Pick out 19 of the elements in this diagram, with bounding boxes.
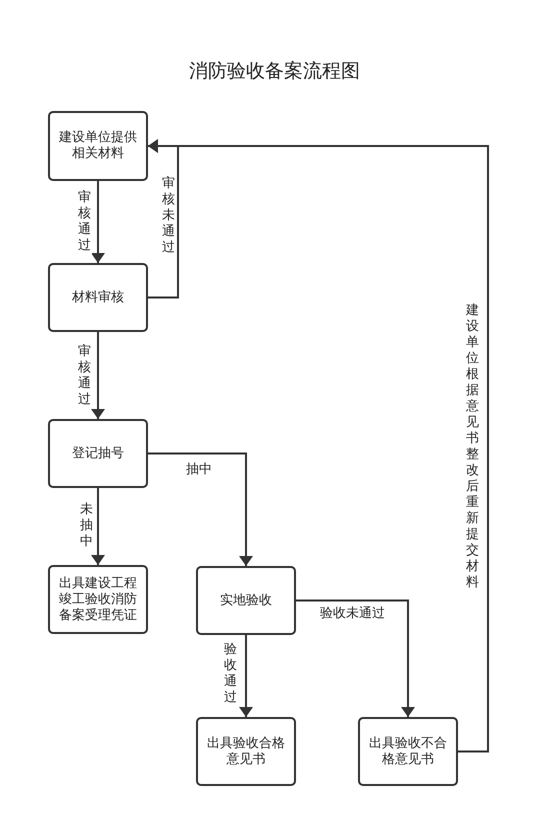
arrow	[91, 488, 105, 565]
process-box: 出具建设工程竣工验收消防备案受理凭证	[48, 565, 148, 634]
process-box: 建设单位提供相关材料	[48, 111, 148, 181]
arrow	[296, 600, 415, 717]
edge-label: 审核通过	[78, 190, 92, 254]
edge-label: 建设单位根据意见书整改后重新提交材料	[466, 303, 480, 591]
edge-label: 抽中	[186, 462, 212, 478]
arrow	[148, 452, 253, 566]
process-box: 出具验收不合格意见书	[358, 717, 458, 786]
title: 消防验收备案流程图	[189, 60, 360, 82]
process-box: 实地验收	[196, 566, 296, 635]
arrow	[91, 181, 105, 263]
arrow	[239, 635, 253, 717]
arrow	[91, 332, 105, 419]
process-box: 出具验收合格意见书	[196, 717, 296, 786]
edge-label: 验收未通过	[320, 606, 385, 622]
process-box: 登记抽号	[48, 419, 148, 488]
process-box: 材料审核	[48, 263, 148, 332]
arrow	[148, 139, 489, 752]
